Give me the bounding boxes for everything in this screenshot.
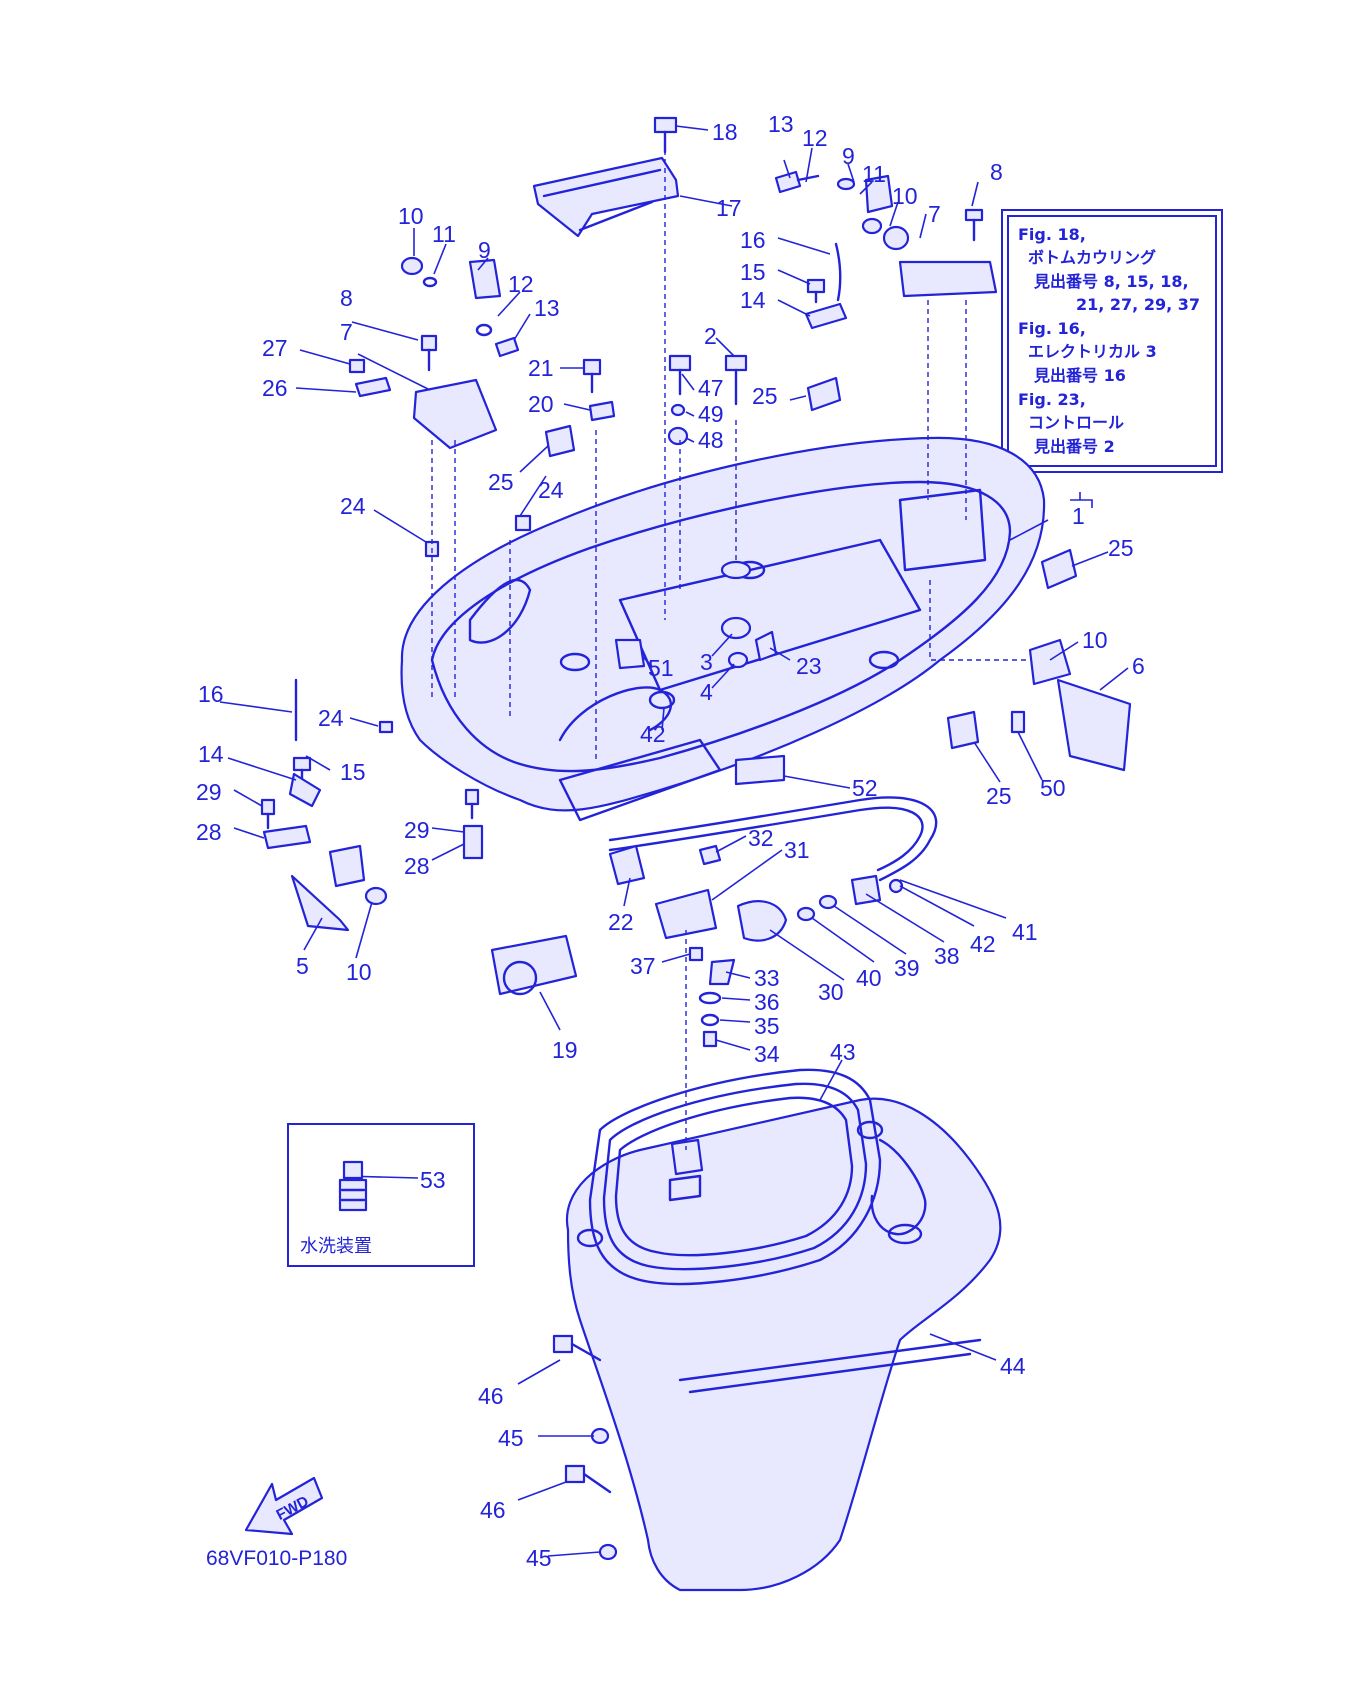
callout-42a: 42 (640, 721, 666, 747)
note-line-10: 見出番号 2 (1033, 437, 1115, 456)
callout-25d: 25 (986, 783, 1012, 809)
callout-45b: 45 (526, 1545, 552, 1571)
callout-53: 53 (420, 1167, 446, 1193)
note-line-9: コントロール (1028, 413, 1124, 432)
callout-38: 38 (934, 943, 960, 969)
callout-19: 19 (552, 1037, 578, 1063)
note-line-2: ボトムカウリング (1028, 248, 1156, 267)
callout-18: 18 (712, 119, 738, 145)
callout-8: 8 (990, 159, 1003, 185)
callout-22: 22 (608, 909, 634, 935)
callout-30: 30 (818, 979, 844, 1005)
callout-10b: 10 (398, 203, 424, 229)
callout-13b: 13 (534, 295, 560, 321)
callout-48: 48 (698, 427, 724, 453)
callout-12b: 12 (508, 271, 534, 297)
callout-10c: 10 (1082, 627, 1108, 653)
callout-1: 1 (1072, 503, 1085, 529)
callout-27: 27 (262, 335, 288, 361)
callout-32: 32 (748, 825, 774, 851)
callout-45a: 45 (498, 1425, 524, 1451)
callout-9b: 9 (478, 237, 491, 263)
callout-10d: 10 (346, 959, 372, 985)
callout-25a: 25 (752, 383, 778, 409)
callout-24a: 24 (538, 477, 564, 503)
callout-28a: 28 (196, 819, 222, 845)
callout-36: 36 (754, 989, 780, 1015)
note-line-5: Fig. 16, (1018, 319, 1086, 338)
note-line-6: エレクトリカル 3 (1028, 342, 1157, 361)
callout-2: 2 (704, 323, 717, 349)
callout-8b: 8 (340, 285, 353, 311)
note-line-4: 21, 27, 29, 37 (1076, 295, 1200, 314)
callout-16: 16 (740, 227, 766, 253)
callout-41: 41 (1012, 919, 1038, 945)
callout-51: 51 (648, 655, 674, 681)
callout-21: 21 (528, 355, 554, 381)
callout-5: 5 (296, 953, 309, 979)
callout-14: 14 (740, 287, 766, 313)
callout-12: 12 (802, 125, 828, 151)
callout-10: 10 (892, 183, 918, 209)
callout-46a: 46 (478, 1383, 504, 1409)
callout-13: 13 (768, 111, 794, 137)
reference-note: Fig. 18, ボトムカウリング 見出番号 8, 15, 18, 21, 27… (1001, 209, 1223, 508)
lower-cowling (565, 1068, 1002, 1592)
callout-47: 47 (698, 375, 724, 401)
callout-15: 15 (740, 259, 766, 285)
callout-25b: 25 (488, 469, 514, 495)
callout-43: 43 (830, 1039, 856, 1065)
callout-25c: 25 (1108, 535, 1134, 561)
assembly-guide-lines (431, 150, 1030, 1150)
callout-29b: 29 (404, 817, 430, 843)
callout-37: 37 (630, 953, 656, 979)
note-line-3: 見出番号 8, 15, 18, (1033, 272, 1189, 291)
callout-11b: 11 (432, 221, 456, 247)
callout-42b: 42 (970, 931, 996, 957)
callout-52: 52 (852, 775, 878, 801)
callout-33: 33 (754, 965, 780, 991)
callout-31: 31 (784, 837, 810, 863)
callout-9: 9 (842, 143, 855, 169)
fwd-arrow: FWD (244, 1476, 324, 1536)
callout-23: 23 (796, 653, 822, 679)
note-line-1: Fig. 18, (1018, 225, 1086, 244)
hose-assembly (608, 796, 938, 882)
callout-26: 26 (262, 375, 288, 401)
callout-35: 35 (754, 1013, 780, 1039)
leader-lines (219, 125, 1129, 1557)
callout-14b: 14 (198, 741, 224, 767)
callout-4: 4 (700, 679, 713, 705)
callout-39: 39 (894, 955, 920, 981)
callout-17: 17 (716, 195, 742, 221)
figure-code: 68VF010-P180 (206, 1547, 347, 1570)
callout-16b: 16 (198, 681, 224, 707)
callout-44: 44 (1000, 1353, 1026, 1379)
note-line-8: Fig. 23, (1018, 390, 1086, 409)
note-line-7: 見出番号 16 (1033, 366, 1126, 385)
top-tray-part (532, 156, 680, 238)
callout-15b: 15 (340, 759, 366, 785)
callout-20: 20 (528, 391, 554, 417)
callout-24c: 24 (318, 705, 344, 731)
washing-device-inset: 水洗装置 (287, 1123, 475, 1267)
callout-34: 34 (754, 1041, 780, 1067)
callout-7b: 7 (340, 319, 353, 345)
callout-28b: 28 (404, 853, 430, 879)
callout-50: 50 (1040, 775, 1066, 801)
callout-numbers: 18 13 12 9 11 10 7 8 17 16 15 14 10 11 9… (196, 111, 1145, 1571)
washing-device-label: 水洗装置 (300, 1236, 372, 1257)
callout-24b: 24 (340, 493, 366, 519)
callout-7: 7 (928, 201, 941, 227)
callout-3: 3 (700, 649, 713, 675)
callout-11: 11 (862, 161, 886, 187)
small-parts (260, 116, 1132, 1561)
callout-40: 40 (856, 965, 882, 991)
callout-49: 49 (698, 401, 724, 427)
callout-6: 6 (1132, 653, 1145, 679)
callout-46b: 46 (480, 1497, 506, 1523)
callout-29a: 29 (196, 779, 222, 805)
